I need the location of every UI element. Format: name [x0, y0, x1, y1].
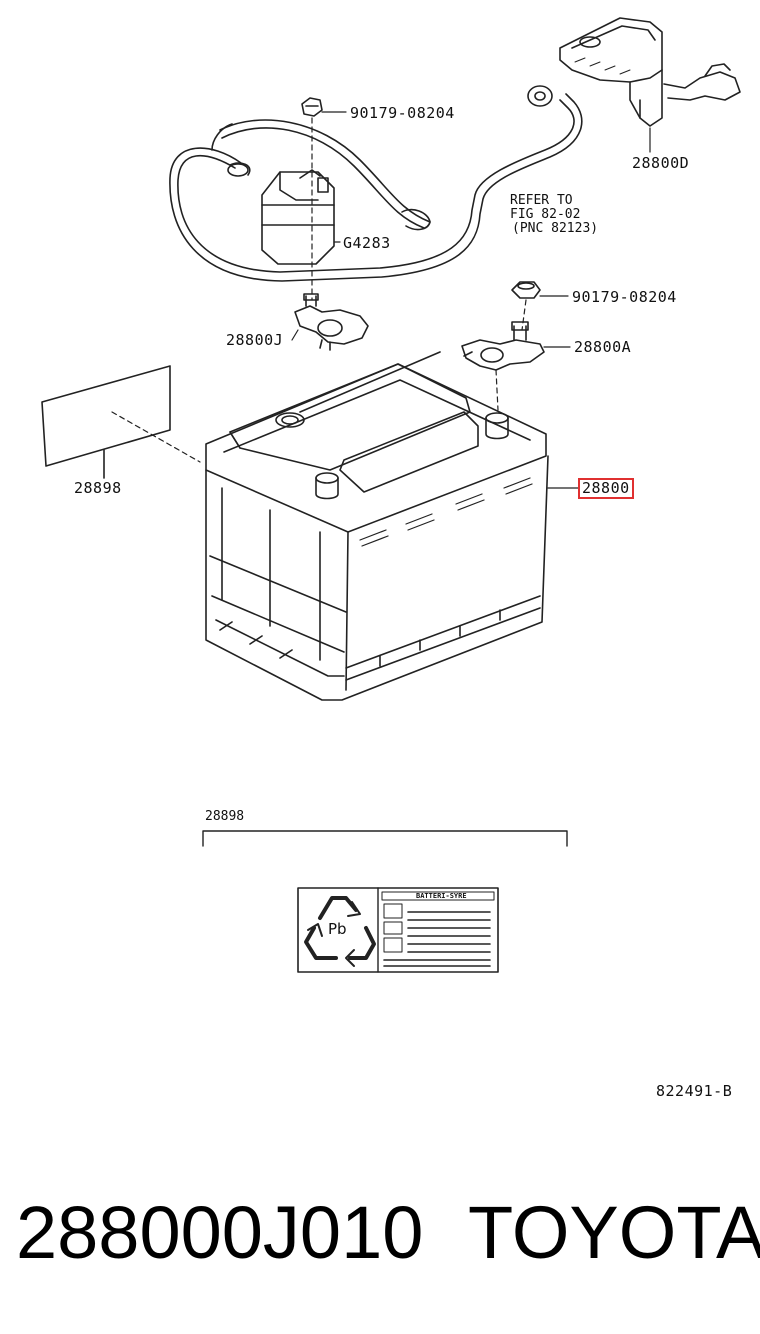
terminal-cover: [559, 17, 741, 127]
battery: [205, 351, 549, 701]
callout-bolt-right[interactable]: 90179-08204: [572, 288, 677, 306]
positive-clamp: [461, 321, 545, 371]
refer-line-1: REFER TO: [510, 193, 573, 208]
callout-fusible-link[interactable]: G4283: [343, 234, 391, 252]
callout-bolt-top[interactable]: 90179-08204: [350, 104, 455, 122]
leader-lines: [291, 111, 651, 489]
callout-label-sheet[interactable]: 28898: [74, 479, 122, 497]
callout-negative-clamp[interactable]: 28800J: [226, 331, 284, 349]
fusible-link: [261, 169, 335, 265]
cable-harness: [169, 85, 583, 282]
bolt-right: [511, 281, 541, 299]
refer-line-3: (PNC 82123): [512, 221, 599, 236]
callout-terminal-cover[interactable]: 28800D: [632, 154, 690, 172]
callout-positive-clamp[interactable]: 28800A: [574, 338, 632, 356]
label-detail-title: 28898: [205, 809, 245, 824]
label-detail: [202, 830, 568, 973]
callout-battery[interactable]: 28800: [578, 478, 634, 499]
dashed-leaders: [111, 117, 527, 463]
sticker-heading: BATTERI-SYRE: [416, 892, 467, 900]
bolt-top: [301, 97, 323, 117]
pb-symbol: Pb: [328, 920, 347, 938]
refer-line-2: FIG 82-02: [510, 207, 581, 222]
negative-clamp: [294, 293, 369, 351]
figure-code: 822491-B: [656, 1082, 733, 1100]
part-number: 288000J010: [16, 1191, 424, 1274]
brand-name: TOYOTA: [468, 1191, 760, 1274]
label-sheet: [41, 365, 171, 479]
